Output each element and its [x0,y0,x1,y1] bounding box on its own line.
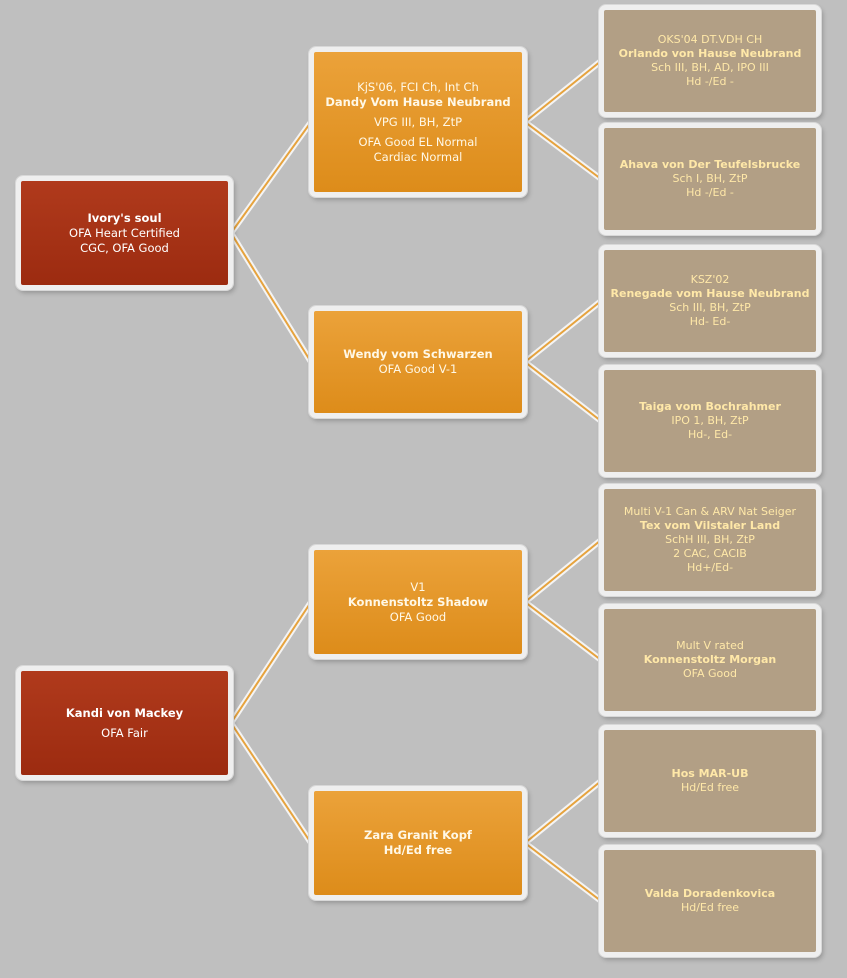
dog-name: Valda Doradenkovica [644,887,776,900]
dog-title: Sch III, BH, AD, IPO III [651,61,769,74]
dog-title: OFA Good [389,609,447,624]
dog-name: Orlando von Hause Neubrand [618,47,802,60]
connector-line [524,121,602,180]
dog-box-renegade-vom-hause-neubrand: KSZ'02 Renegade vom Hause Neubrand Sch I… [599,245,821,357]
dog-title: CGC, OFA Good [80,240,169,255]
dog-title: Hd -/Ed - [686,186,734,199]
dog-box-orlando-von-hause-neubrand: OKS'04 DT.VDH CH Orlando von Hause Neubr… [599,5,821,117]
dog-title: SchH III, BH, ZtP [665,533,755,546]
dog-title: OFA Good [683,667,737,680]
dog-box-konnenstoltz-shadow: V1 Konnenstoltz Shadow OFA Good [309,545,527,659]
dog-box-hos-mar-ub: Hos MAR-UB Hd/Ed free [599,725,821,837]
dog-title: Multi V-1 Can & ARV Nat Seiger [623,505,797,518]
dog-title: KSZ'02 [690,273,730,286]
dog-title: Sch I, BH, ZtP [672,172,748,185]
connector-line [524,300,602,363]
connector-line [524,601,602,661]
dog-title: OFA Fair [101,725,148,740]
dog-name: Ahava von Der Teufelsbrucke [619,158,801,171]
connector-line [524,780,602,844]
dog-title: Hd/Ed free [680,901,740,914]
dog-name: Dandy Vom Hause Neubrand [325,94,511,109]
dog-name: Konnenstoltz Shadow [347,594,489,609]
dog-name: Taiga vom Bochrahmer [639,400,781,413]
dog-title: VPG III, BH, ZtP [373,114,463,129]
connector-line [230,601,312,724]
connector-line [230,121,312,234]
dog-name: Ivory's soul [87,210,162,225]
dog-box-konnenstoltz-morgan: Mult V rated Konnenstoltz Morgan OFA Goo… [599,604,821,716]
connector-line [524,361,602,422]
dog-name: Wendy vom Schwarzen [343,347,493,361]
dog-title: Hd- Ed- [689,315,731,328]
dog-title: 2 CAC, CACIB [673,547,747,560]
dog-title: OKS'04 DT.VDH CH [657,33,763,46]
dog-name: Kandi von Mackey [65,705,184,720]
dog-name: Konnenstoltz Morgan [643,653,777,666]
connector-line [524,60,602,123]
dog-box-taiga-vom-bochrahmer: Taiga vom Bochrahmer IPO 1, BH, ZtP Hd-,… [599,365,821,477]
dog-box-valda-doradenkovica: Valda Doradenkovica Hd/Ed free [599,845,821,957]
dog-title: Cardiac Normal [373,149,463,164]
dog-name: Hos MAR-UB [671,767,749,780]
dog-title: OFA Good V-1 [378,362,458,376]
dog-title: IPO 1, BH, ZtP [671,414,749,427]
dog-title: KjS'06, FCI Ch, Int Ch [357,79,479,94]
dog-title: Hd/Ed free [383,843,453,857]
dog-title: OFA Good EL Normal [358,134,478,149]
dog-title: Hd-, Ed- [687,428,733,441]
connector-line [524,539,602,603]
dog-box-wendy-vom-schwarzen: Wendy vom Schwarzen OFA Good V-1 [309,306,527,418]
dog-box-kandi-von-mackey: Kandi von Mackey OFA Fair [16,666,233,780]
dog-box-tex-vom-vilstaler-land: Multi V-1 Can & ARV Nat Seiger Tex vom V… [599,484,821,596]
dog-box-zara-granit-kopf: Zara Granit Kopf Hd/Ed free [309,786,527,900]
dog-title: Hd -/Ed - [686,75,734,88]
connector-line [230,722,312,844]
dog-name: Zara Granit Kopf [364,828,472,842]
dog-box-ahava-von-der-teufelsbrucke: Ahava von Der Teufelsbrucke Sch I, BH, Z… [599,123,821,235]
connector-line [230,232,312,363]
dog-title: Hd+/Ed- [686,561,734,574]
dog-title: Sch III, BH, ZtP [669,301,751,314]
dog-title: Mult V rated [676,639,744,652]
dog-title: OFA Heart Certified [69,225,180,240]
dog-name: Renegade vom Hause Neubrand [610,287,810,300]
dog-box-ivorys-soul: Ivory's soul OFA Heart Certified CGC, OF… [16,176,233,290]
dog-title: V1 [410,579,426,594]
dog-box-dandy-vom-hause-neubrand: KjS'06, FCI Ch, Int Ch Dandy Vom Hause N… [309,47,527,197]
connector-line [524,842,602,902]
dog-name: Tex vom Vilstaler Land [639,519,781,532]
dog-title: Hd/Ed free [680,781,740,794]
